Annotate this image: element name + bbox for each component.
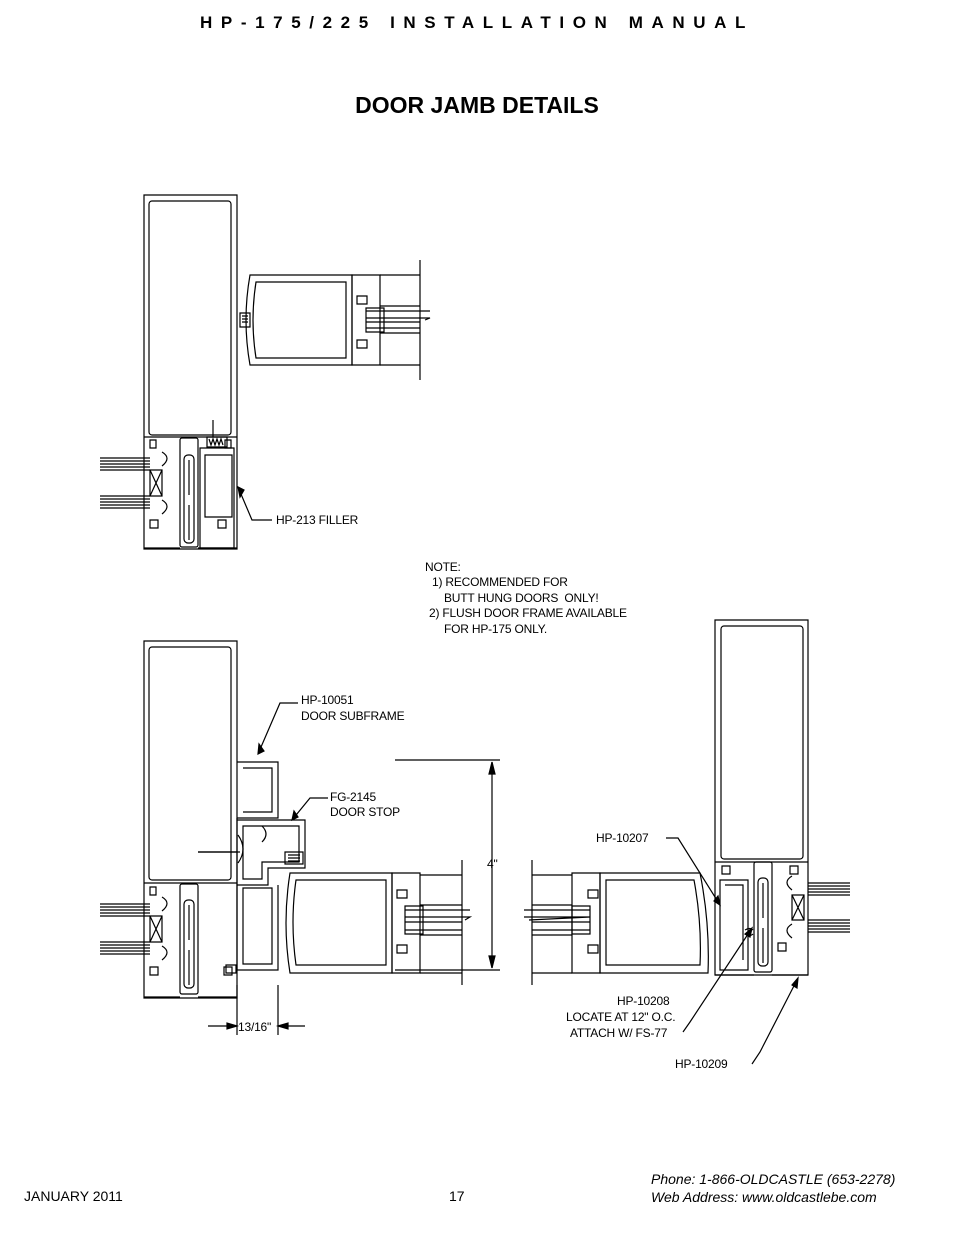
part-10209-label: HP-10209	[675, 1057, 728, 1071]
note-item-1b: BUTT HUNG DOORS ONLY!	[444, 591, 599, 605]
note-item-2b: FOR HP-175 ONLY.	[444, 622, 548, 636]
footer-date: JANUARY 2011	[24, 1188, 123, 1204]
bottom-right-frame-detail	[524, 620, 850, 1064]
note-title: NOTE:	[425, 560, 461, 574]
page-title: DOOR JAMB DETAILS	[355, 92, 599, 118]
subframe-part-label: HP-10051	[301, 693, 354, 707]
note-item-1a: 1) RECOMMENDED FOR	[432, 575, 568, 589]
footer-page-number: 17	[449, 1188, 465, 1204]
offset-dimension-label: 13/16"	[238, 1020, 272, 1034]
door-stop-name-label: DOOR STOP	[330, 805, 400, 819]
footer-phone: Phone: 1-866-OLDCASTLE (653-2278)	[651, 1171, 896, 1187]
door-stop-part-label: FG-2145	[330, 790, 376, 804]
height-dimension-label: 4"	[487, 857, 498, 871]
footer-web-address: Web Address: www.oldcastlebe.com	[651, 1189, 877, 1205]
top-door-stile-detail	[240, 260, 430, 380]
filler-label: HP-213 FILLER	[276, 513, 359, 527]
part-10208-label: HP-10208	[617, 994, 670, 1008]
subframe-name-label: DOOR SUBFRAME	[301, 709, 405, 723]
part-10207-label: HP-10207	[596, 831, 649, 845]
note-item-2a: 2) FLUSH DOOR FRAME AVAILABLE	[429, 606, 627, 620]
part-10208-locate-label: LOCATE AT 12" O.C.	[566, 1010, 676, 1024]
top-mullion-detail	[100, 195, 272, 549]
part-10208-attach-label: ATTACH W/ FS-77	[570, 1026, 668, 1040]
bottom-mullion-detail	[100, 641, 500, 1035]
manual-header: HP-175/225 INSTALLATION MANUAL	[200, 13, 754, 32]
